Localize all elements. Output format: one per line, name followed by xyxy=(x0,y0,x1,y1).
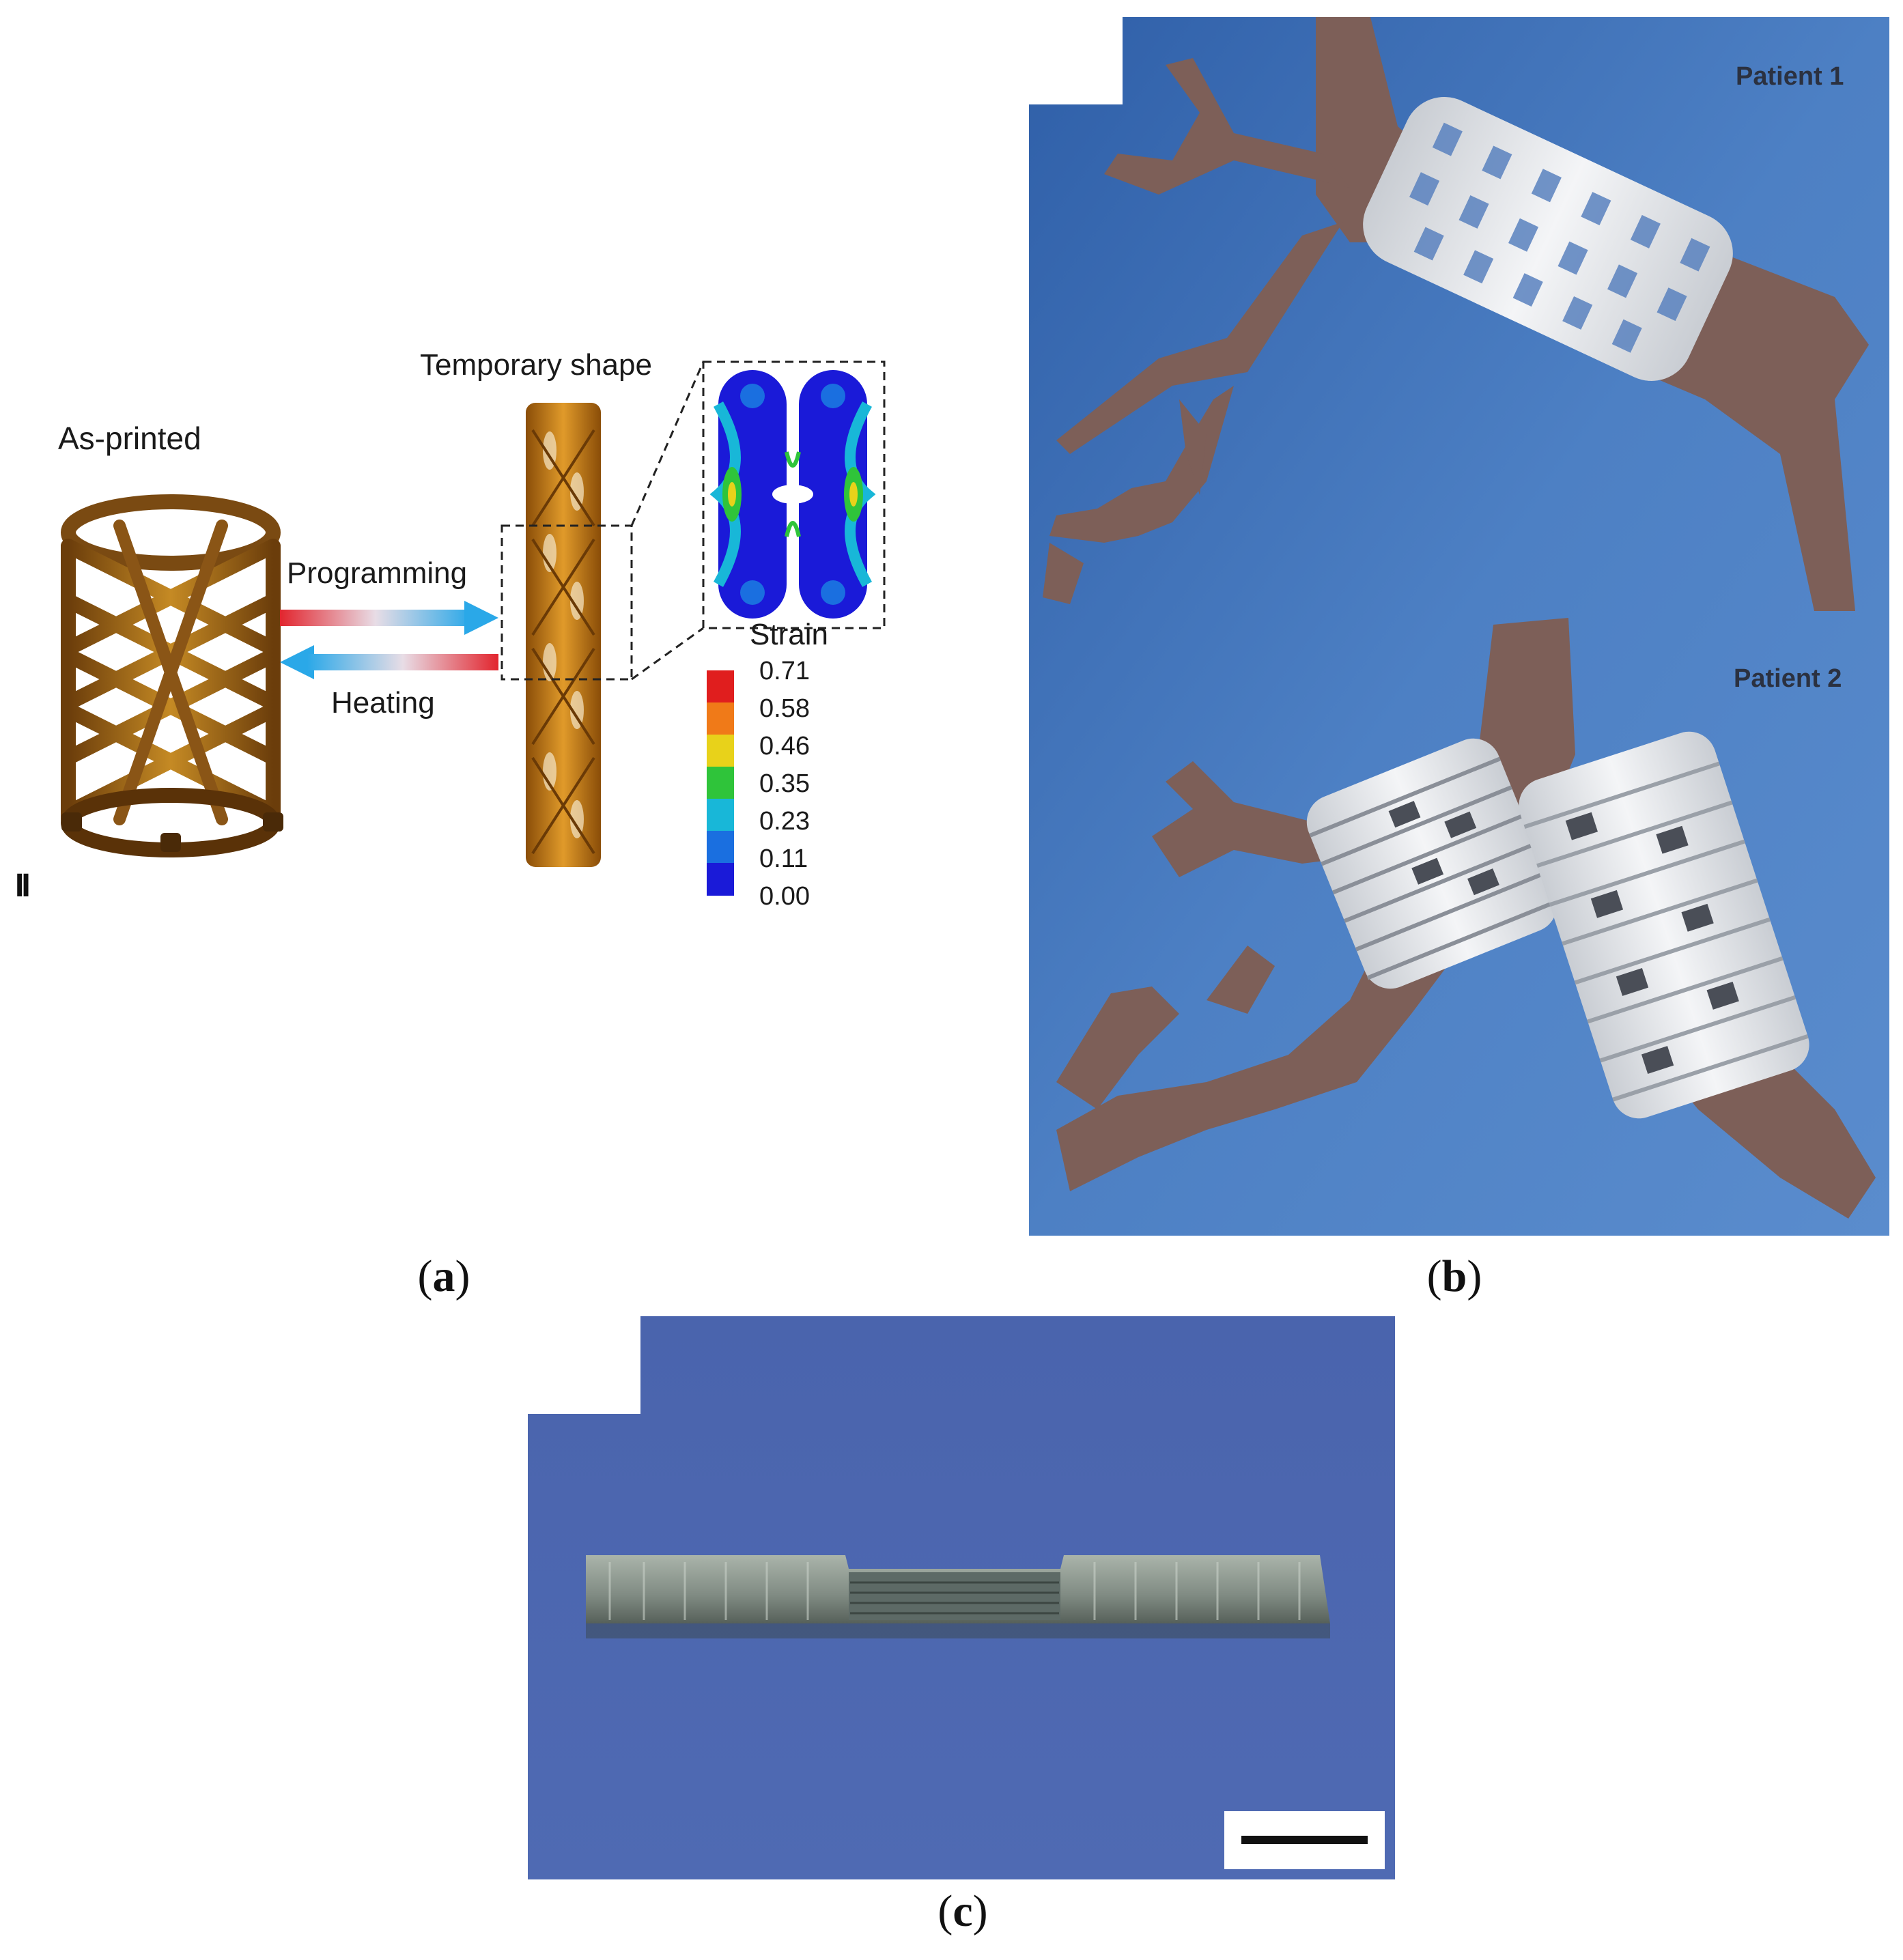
strain-tick-2: 0.46 xyxy=(759,732,810,761)
caption-b: (b) xyxy=(1426,1251,1482,1301)
strain-color-2 xyxy=(707,735,734,767)
patient1-label: Patient 1 xyxy=(1736,62,1844,91)
caption-c: (c) xyxy=(938,1886,988,1936)
scale-bar xyxy=(1241,1836,1368,1844)
strain-color-1 xyxy=(707,702,734,735)
caption-c-letter: c xyxy=(953,1886,973,1936)
panel-b: Patient 1 Patient 2 xyxy=(1029,17,1889,1236)
heating-label: Heating xyxy=(331,686,435,720)
temporary-shape-stent-image xyxy=(526,403,601,867)
caption-a-letter: a xyxy=(432,1251,455,1301)
strain-color-6 xyxy=(707,863,734,896)
panel-c xyxy=(528,1316,1395,1879)
caption-b-letter: b xyxy=(1441,1251,1467,1301)
strain-color-5 xyxy=(707,831,734,863)
strain-color-4 xyxy=(707,799,734,831)
as-printed-stent-image xyxy=(61,494,283,857)
strain-contour-inset xyxy=(705,363,881,625)
as-printed-label: As-printed xyxy=(58,421,201,456)
strain-tick-1: 0.58 xyxy=(759,694,810,723)
caption-a: (a) xyxy=(417,1251,470,1301)
strain-color-0 xyxy=(707,670,734,702)
strain-tick-3: 0.35 xyxy=(759,769,810,798)
heating-arrow xyxy=(280,645,498,679)
strain-tick-0: 0.71 xyxy=(759,657,810,685)
specimen-photo xyxy=(528,1316,1395,1879)
roman-numeral-label: II xyxy=(15,868,31,904)
temporary-shape-label: Temporary shape xyxy=(420,348,652,382)
strain-tick-6: 0.00 xyxy=(759,882,810,911)
airway-stent-renders xyxy=(1029,17,1889,1236)
strain-legend-title: Strain xyxy=(750,618,828,651)
patient2-label: Patient 2 xyxy=(1734,664,1842,693)
programming-label: Programming xyxy=(287,556,468,590)
strain-colorbar xyxy=(707,670,734,896)
programming-arrow xyxy=(280,601,498,635)
strain-color-3 xyxy=(707,767,734,799)
panel-a: As-printed Programming xyxy=(0,328,901,942)
strain-tick-5: 0.11 xyxy=(759,844,808,873)
strain-tick-4: 0.23 xyxy=(759,807,810,836)
zoom-connector xyxy=(501,360,886,681)
